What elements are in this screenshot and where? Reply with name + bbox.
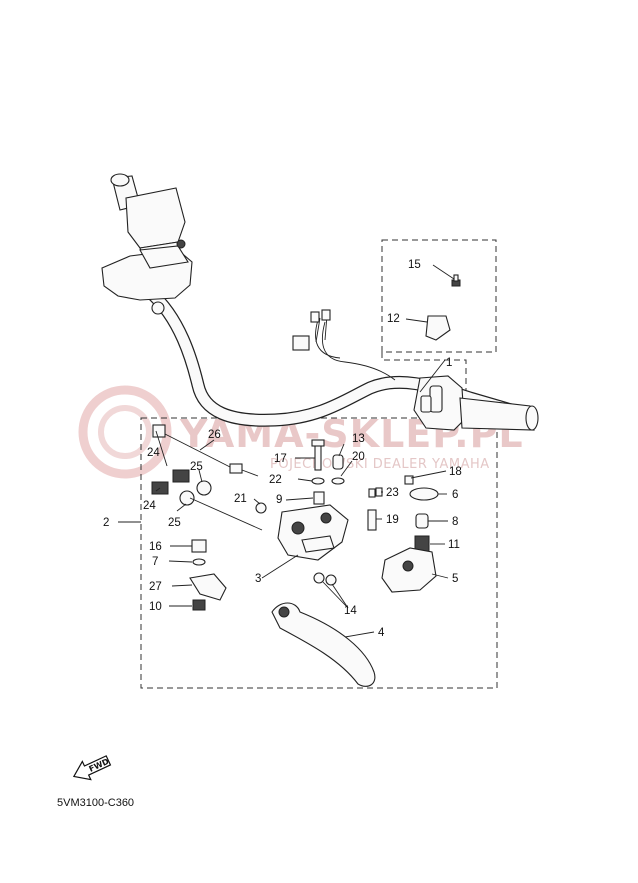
right-switch [413,375,465,431]
callout-9: 9 [276,494,282,506]
callout-25-b: 25 [168,517,181,529]
callout-20: 20 [352,451,365,463]
clutch-lever [271,602,376,687]
wire-connector-icon [292,335,310,351]
callout-26: 26 [208,429,221,441]
callouts: 1 2 3 4 5 6 7 8 9 10 11 12 13 14 15 16 1… [103,259,462,639]
callout-1: 1 [446,357,452,369]
callout-16: 16 [149,541,162,553]
callout-25-a: 25 [190,461,203,473]
diagram-code: 5VM3100-C360 [57,797,134,809]
watermark-tagline: POJECHOWSKI DEALER YAMAHA [270,457,490,472]
switch-screw-15 [451,274,461,287]
wiring-harness [292,309,396,381]
clutch-cable [152,424,259,477]
callout-14: 14 [344,605,357,617]
leader-lines [118,264,455,638]
switch-bracket-12 [425,315,451,341]
fasteners [255,439,345,586]
lever-assembly-box [140,417,498,689]
callout-10: 10 [149,601,162,613]
fwd-arrow-icon: FWD [72,755,112,781]
fwd-label: FWD [88,757,111,774]
callout-4: 4 [378,627,385,639]
right-grip [459,397,539,431]
callout-12: 12 [387,313,400,325]
callout-24-b: 24 [143,500,156,512]
callout-23: 23 [386,487,399,499]
callout-17: 17 [274,453,287,465]
callout-19: 19 [386,514,399,526]
callout-22: 22 [269,474,282,486]
callout-8: 8 [452,516,458,528]
watermark-logo-icon [78,385,172,479]
watermark-logo-inner-icon [98,405,152,459]
callout-3: 3 [255,573,261,585]
lever-small-parts [189,539,227,611]
callout-15: 15 [408,259,421,271]
callout-5: 5 [452,573,458,585]
callout-18: 18 [449,466,462,478]
adjuster-parts [151,469,263,531]
callout-6: 6 [452,489,458,501]
callout-13: 13 [352,433,365,445]
lever-holder [277,504,349,561]
master-cylinder [101,239,193,315]
switch-box-connector [381,352,467,418]
callout-21: 21 [234,493,247,505]
switch-assembly-box [381,239,497,353]
callout-27: 27 [149,581,162,593]
switch-parts [367,475,439,593]
callout-11: 11 [448,539,460,551]
callout-24-a: 24 [147,447,160,459]
callout-7: 7 [152,556,158,568]
watermark: YAMA-SKLEP.PL POJECHOWSKI DEALER YAMAHA [78,385,523,479]
handlebar [143,285,525,427]
callout-2: 2 [103,517,109,529]
